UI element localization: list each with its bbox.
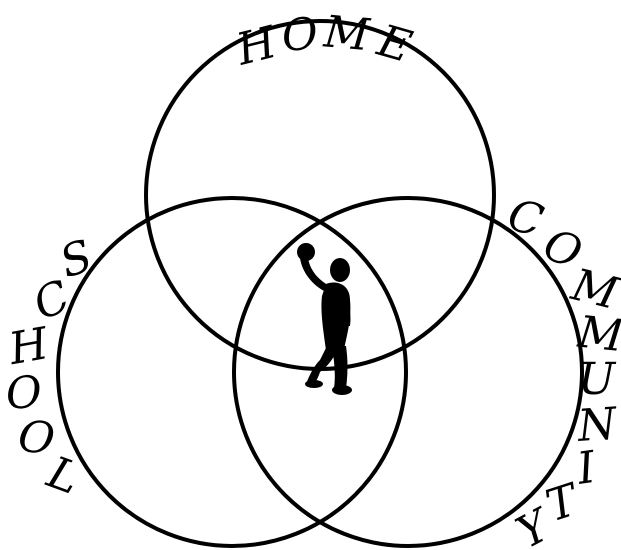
community-letter: U <box>578 354 617 405</box>
school-letter: O <box>15 410 58 466</box>
home-letter: E <box>371 15 417 73</box>
community-letter: C <box>502 189 548 247</box>
home-letter: M <box>321 6 372 61</box>
home-circle <box>146 21 494 369</box>
community-label: C O M M U N I T Y <box>502 189 621 550</box>
person-silhouette-icon <box>297 243 352 395</box>
home-label: H O M E <box>231 6 417 76</box>
home-letter: O <box>280 8 320 62</box>
